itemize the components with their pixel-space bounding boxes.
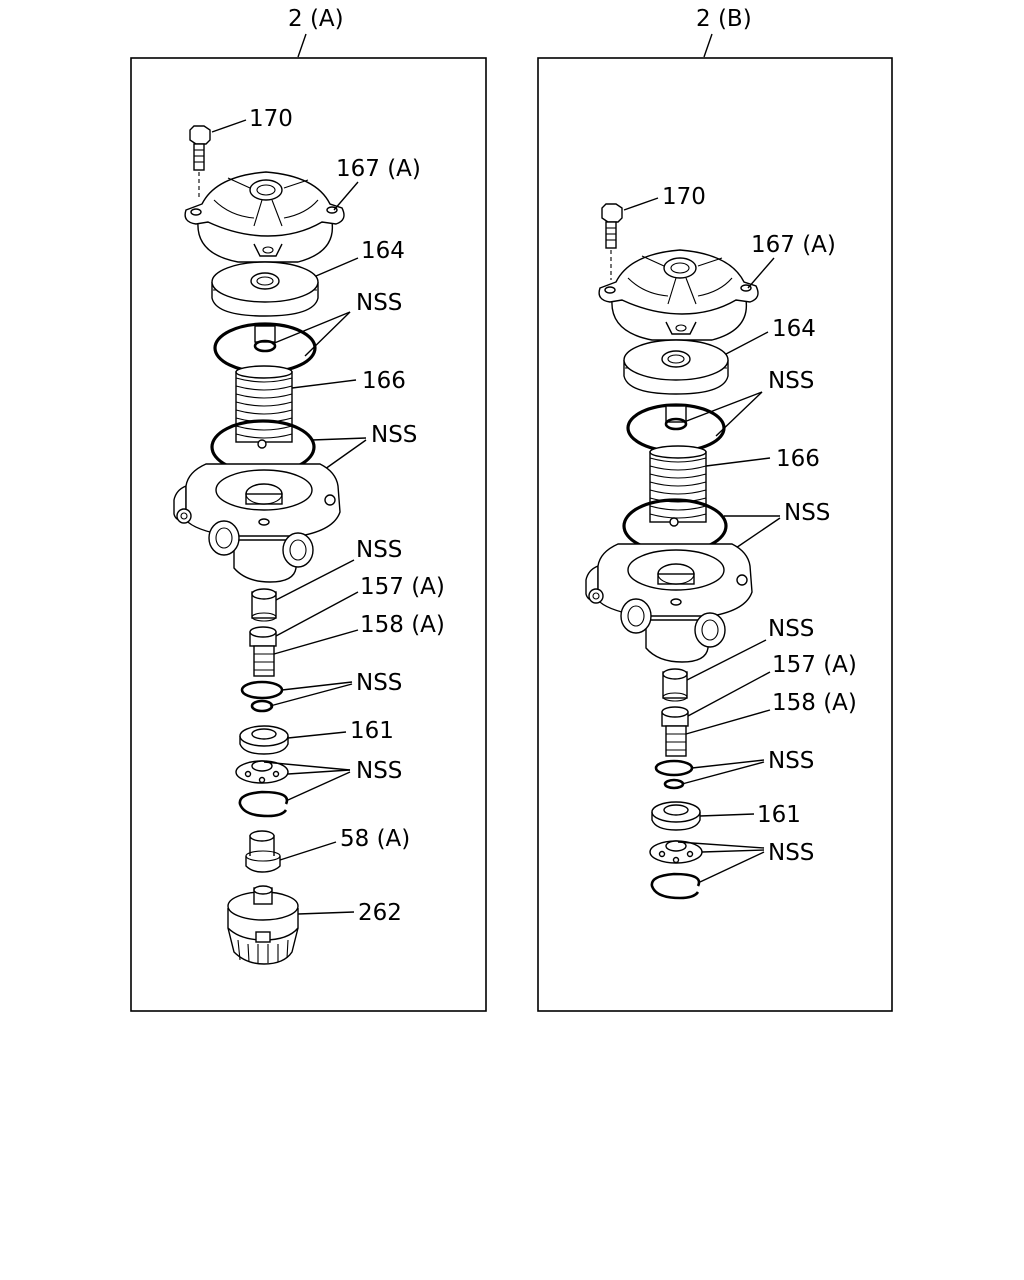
retainer-and-snap-ring	[235, 760, 289, 818]
spring-166	[235, 365, 293, 443]
label-nss-1: NSS	[356, 290, 402, 316]
label-nss-1-b: NSS	[768, 368, 814, 394]
piston-164-b	[623, 339, 729, 395]
label-nss-2: NSS	[371, 422, 417, 448]
stem-158a	[253, 645, 275, 677]
label-166: 166	[362, 368, 406, 394]
label-nss-4-b: NSS	[768, 748, 814, 774]
valve-157a-b	[661, 706, 689, 727]
label-161-b: 161	[757, 802, 801, 828]
bolt-170-b	[601, 203, 623, 280]
label-161: 161	[350, 718, 394, 744]
label-164: 164	[361, 238, 405, 264]
seat-161-b	[651, 801, 701, 831]
label-170: 170	[249, 106, 293, 132]
retainer-and-snap-ring-b	[649, 840, 703, 900]
label-262: 262	[358, 900, 402, 926]
label-170-b: 170	[662, 184, 706, 210]
label-nss-5-b: NSS	[768, 840, 814, 866]
bolt-170	[189, 125, 211, 200]
panel-b: 2 (B) 170 167 (A)	[537, 6, 893, 1012]
cover-167-b	[598, 249, 759, 341]
label-167a-b: 167 (A)	[751, 232, 836, 258]
cap-262	[227, 885, 299, 965]
label-166-b: 166	[776, 446, 820, 472]
label-58a: 58 (A)	[340, 826, 410, 852]
label-nss-3: NSS	[356, 537, 402, 563]
seat-161	[239, 725, 289, 755]
piston-164	[211, 261, 319, 317]
label-157a: 157 (A)	[360, 574, 445, 600]
label-167a: 167 (A)	[336, 156, 421, 182]
label-nss-5: NSS	[356, 758, 402, 784]
valve-body	[173, 439, 341, 583]
panel-a-title: 2 (A)	[288, 6, 344, 32]
label-164-b: 164	[772, 316, 816, 342]
small-o-rings-b	[654, 759, 694, 790]
small-o-rings	[240, 680, 284, 713]
label-nss-3-b: NSS	[768, 616, 814, 642]
valve-157a	[249, 626, 277, 647]
cover-167	[184, 171, 345, 263]
panel-b-title: 2 (B)	[696, 6, 752, 32]
sleeve-nss	[251, 588, 277, 622]
spring-166-b	[649, 445, 707, 523]
label-158a: 158 (A)	[360, 612, 445, 638]
panel-b-frame	[537, 57, 893, 1012]
label-nss-4: NSS	[356, 670, 402, 696]
adapter-58a	[245, 830, 281, 873]
label-158a-b: 158 (A)	[772, 690, 857, 716]
upper-o-ring-pair	[213, 322, 317, 374]
panel-a-frame	[130, 57, 487, 1012]
panel-a: 2 (A) 170 167 (A)	[130, 6, 487, 1012]
label-nss-2-b: NSS	[784, 500, 830, 526]
label-157a-b: 157 (A)	[772, 652, 857, 678]
sleeve-nss-b	[662, 668, 688, 702]
valve-body-b	[585, 517, 753, 663]
stem-158a-b	[665, 725, 687, 757]
